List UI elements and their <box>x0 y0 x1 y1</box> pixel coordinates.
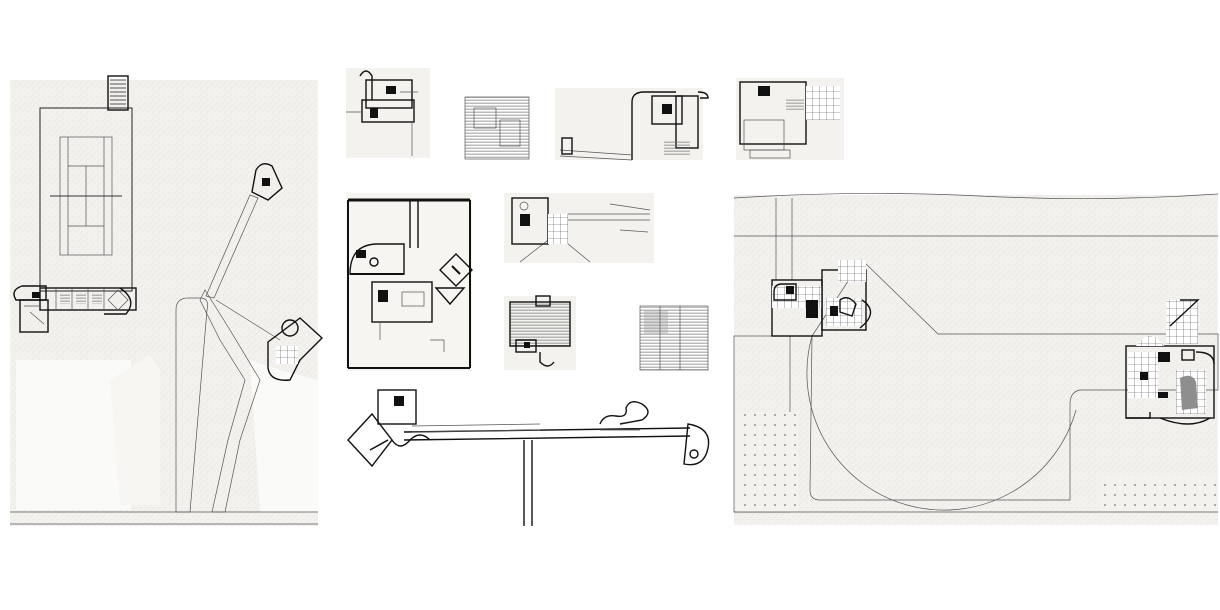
plan-linear-corridor <box>347 389 710 526</box>
plan-thumb-7 <box>639 305 709 371</box>
site-plan-tennis-court <box>10 75 324 526</box>
plan-thumb-4 <box>736 78 844 160</box>
plan-thumb-5 <box>504 193 654 263</box>
plan-large-curved-villa <box>346 193 473 371</box>
plan-thumb-1 <box>346 68 430 158</box>
plan-thumb-2 <box>464 96 530 160</box>
plan-thumb-6 <box>504 295 576 370</box>
site-plan-lawn <box>733 193 1219 525</box>
plan-thumb-3 <box>555 88 709 161</box>
